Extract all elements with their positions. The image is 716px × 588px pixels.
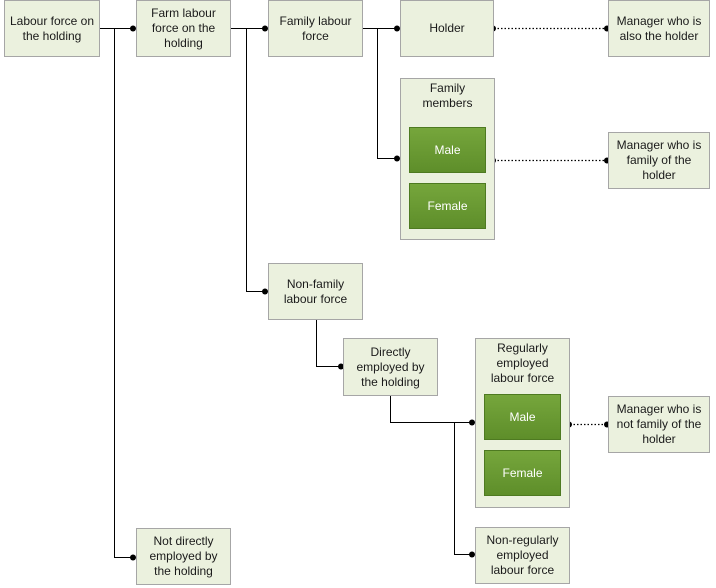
- dot-members-in: [394, 155, 400, 162]
- label-holder: Holder: [429, 21, 465, 35]
- box-family-female: Female: [409, 183, 486, 229]
- label-regular-female: Female: [502, 465, 543, 480]
- box-family-male: Male: [409, 127, 486, 173]
- dot-regular-in: [469, 419, 475, 426]
- box-manager-family: Manager who is family of the holder: [608, 132, 710, 189]
- dot-nonregular-in: [469, 551, 475, 558]
- dot-direct-in: [338, 363, 344, 370]
- label-directly-employed: Directly employed by the holding: [356, 344, 425, 389]
- label-non-regularly-employed: Non-regularly employed labour force: [486, 533, 559, 577]
- dot-nonfamily-in: [262, 288, 268, 295]
- label-manager-not-family: Manager who is not family of the holder: [616, 402, 702, 446]
- label-farm-labour-force: Farm labour force on the holding: [151, 6, 216, 50]
- label-regular-male: Male: [509, 409, 536, 424]
- box-directly-employed: Directly employed by the holding: [343, 338, 438, 396]
- label-regularly-employed: Regularly employed labour force: [490, 341, 555, 385]
- label-not-directly-employed: Not directly employed by the holding: [149, 534, 218, 578]
- box-farm-labour-force: Farm labour force on the holding: [136, 0, 231, 57]
- label-non-family-labour-force: Non-family labour force: [283, 276, 348, 306]
- dot-family-in: [262, 25, 268, 32]
- connector-nonfamily-direct: [316, 320, 342, 367]
- box-regular-female: Female: [484, 450, 561, 496]
- label-family-male: Male: [434, 142, 461, 157]
- dot-not-direct-in: [130, 554, 136, 561]
- box-non-family-labour-force: Non-family labour force: [268, 263, 363, 320]
- connector-root-not-direct: [114, 28, 135, 558]
- box-holder: Holder: [400, 0, 494, 57]
- label-family-female: Female: [427, 198, 468, 213]
- connector-family-members: [377, 28, 398, 159]
- box-manager-not-family: Manager who is not family of the holder: [608, 396, 710, 453]
- box-family-labour-force: Family labour force: [268, 0, 363, 57]
- label-family-members: Family members: [422, 81, 473, 110]
- box-non-regularly-employed: Non-regularly employed labour force: [475, 527, 570, 584]
- box-regular-male: Male: [484, 394, 561, 440]
- label-labour-force-holding: Labour force on the holding: [9, 13, 95, 43]
- box-manager-holder: Manager who is also the holder: [608, 0, 710, 57]
- connector-direct-drop: [390, 396, 438, 423]
- dot-holder-in: [394, 25, 400, 32]
- box-labour-force-holding: Labour force on the holding: [4, 0, 100, 57]
- label-family-labour-force: Family labour force: [279, 13, 352, 43]
- connector-farm-nonfamily: [246, 28, 266, 292]
- label-manager-family: Manager who is family of the holder: [616, 138, 702, 182]
- label-manager-holder: Manager who is also the holder: [616, 13, 702, 43]
- connector-direct-nonregular: [454, 422, 473, 555]
- box-not-directly-employed: Not directly employed by the holding: [136, 528, 231, 585]
- dot-farm-in: [130, 25, 136, 32]
